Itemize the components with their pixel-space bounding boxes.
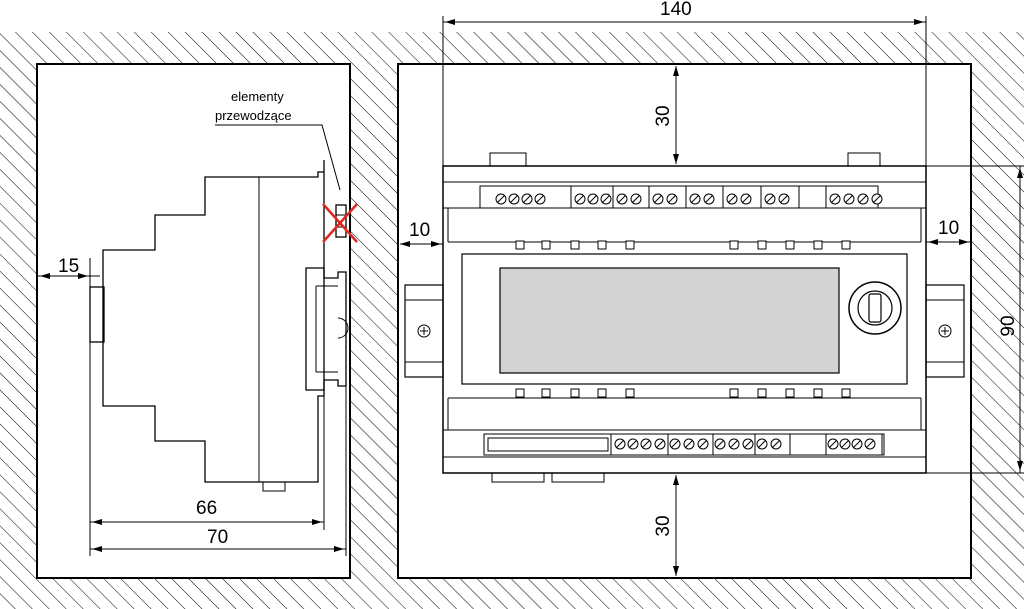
led-indicator (813, 388, 823, 398)
profile-front-knob (89, 286, 105, 343)
device-side-profile (102, 160, 325, 483)
terminal-screw-icon (627, 438, 639, 450)
dim-90-label: 90 (998, 315, 1019, 336)
led-indicator (541, 240, 551, 250)
terminal-screw-icon (827, 438, 839, 450)
led-indicator (785, 388, 795, 398)
dim-140-label: 140 (660, 0, 692, 20)
bottom-terminal-strip (483, 433, 885, 456)
terminal-screw-icon (574, 193, 586, 205)
terminal-screw-icon (614, 438, 626, 450)
led-indicator (841, 240, 851, 250)
terminal-screw-icon (864, 438, 876, 450)
led-indicator (597, 240, 607, 250)
terminal-screw-icon (726, 193, 738, 205)
led-indicator (757, 388, 767, 398)
terminal-screw-icon (697, 438, 709, 450)
front-panel (461, 253, 908, 385)
terminal-screw-icon (630, 193, 642, 205)
conductive-elements (335, 204, 347, 238)
terminal-screw-icon (770, 438, 782, 450)
led-indicator (729, 388, 739, 398)
terminal-screw-icon (652, 193, 664, 205)
led-indicator (757, 240, 767, 250)
terminal-screw-icon (669, 438, 681, 450)
led-indicator (515, 240, 525, 250)
led-indicator (570, 240, 580, 250)
terminal-screw-icon (640, 438, 652, 450)
note-line1: elementy (231, 89, 284, 104)
terminal-screw-icon (778, 193, 790, 205)
dim-66-label: 66 (196, 498, 217, 519)
terminal-screw-icon (616, 193, 628, 205)
led-indicator (597, 388, 607, 398)
terminal-screw-icon (756, 438, 768, 450)
led-indicator (813, 240, 823, 250)
terminal-screw-icon (534, 193, 546, 205)
terminal-screw-icon (666, 193, 678, 205)
terminal-screw-icon (508, 193, 520, 205)
led-indicator (570, 388, 580, 398)
led-indicator (841, 388, 851, 398)
terminal-screw-icon (654, 438, 666, 450)
terminal-screw-icon (683, 438, 695, 450)
bottom-terminals (487, 434, 883, 455)
terminal-screw-icon (740, 193, 752, 205)
top-terminals (495, 186, 883, 208)
terminal-screw-icon (714, 438, 726, 450)
rail-screw (337, 317, 349, 339)
led-indicator (625, 388, 635, 398)
dim-70-label: 70 (207, 527, 228, 548)
label-slot (487, 437, 609, 452)
profile-clip (262, 481, 286, 492)
rotary-knob-icon[interactable] (848, 281, 902, 335)
terminal-screw-icon (839, 438, 851, 450)
dim-top-30-label: 30 (653, 105, 674, 126)
device-front (442, 152, 927, 483)
terminal-screw-icon (851, 438, 863, 450)
terminal-screw-icon (843, 193, 855, 205)
side-view-panel: elementy przewodzące 15 66 70 (0, 32, 386, 609)
led-indicator (729, 240, 739, 250)
dim-left-10-label: 10 (409, 220, 430, 241)
terminal-screw-icon (689, 193, 701, 205)
terminal-screw-icon (857, 193, 869, 205)
terminal-screw-icon (728, 438, 740, 450)
front-view-panel: 140 30 30 10 10 90 (386, 0, 1024, 609)
led-indicator (785, 240, 795, 250)
terminal-screw-icon (600, 193, 612, 205)
prohibited-cross-icon (322, 203, 358, 243)
terminal-screw-icon (521, 193, 533, 205)
terminal-screw-icon (764, 193, 776, 205)
led-row-bottom (515, 388, 851, 398)
terminal-screw-icon (742, 438, 754, 450)
dim-bottom-30-label: 30 (653, 515, 674, 536)
led-indicator (515, 388, 525, 398)
note-leader (215, 124, 341, 191)
led-indicator (625, 240, 635, 250)
terminal-screw-icon (495, 193, 507, 205)
terminal-screw-icon (587, 193, 599, 205)
lcd-display (499, 267, 840, 374)
note-line2: przewodzące (215, 108, 292, 123)
led-indicator (541, 388, 551, 398)
dim-right-10-label: 10 (938, 218, 959, 239)
cabinet-opening-left (36, 63, 351, 579)
terminal-screw-icon (871, 193, 883, 205)
dim-15-label: 15 (58, 256, 79, 277)
led-row-top (515, 240, 851, 250)
terminal-screw-icon (829, 193, 841, 205)
terminal-screw-icon (703, 193, 715, 205)
